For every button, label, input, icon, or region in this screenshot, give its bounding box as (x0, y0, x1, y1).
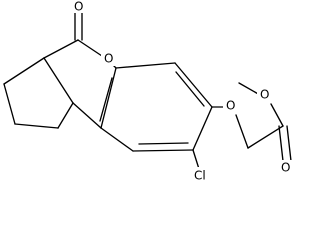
chlorine-label: Cl (194, 169, 206, 183)
ring-oxygen-label: O (104, 52, 113, 66)
ring-oxygen-label-background (101, 53, 116, 66)
bond-aromatic-inner-3 (138, 142, 189, 145)
bond-aromatic-to-chlorine (192, 149, 200, 170)
bond-cp-2 (3, 83, 16, 125)
bond-cp-4 (57, 102, 74, 129)
bond-ester-oxygen-to-methyl (238, 82, 261, 96)
bond-aromatic-3 (174, 62, 213, 108)
carbonyl-oxygen-label: O (74, 0, 83, 14)
ester-carbonyl-oxygen-label: O (281, 161, 290, 175)
bond-aromatic-4 (192, 106, 213, 151)
bond-aromatic-6 (100, 127, 134, 152)
bond-ester-carbonyl-double-b (286, 125, 292, 162)
ether-oxygen-label-background (223, 99, 238, 113)
ether-oxygen-label: O (226, 99, 235, 113)
atom-label-layer: O O O Cl O O (71, 0, 293, 184)
bond-aromatic-1 (100, 67, 117, 129)
bond-ring-junction-left (72, 102, 102, 129)
bond-ether-oxygen-to-methylene (235, 114, 249, 149)
bond-aromatic-2 (115, 62, 176, 69)
ester-ether-oxygen-label-background (257, 88, 272, 102)
bond-layer (3, 7, 292, 170)
bond-aromatic-5 (132, 149, 194, 152)
bond-cp-1 (3, 57, 45, 85)
carbonyl-oxygen-label-background (71, 1, 85, 13)
bond-methylene-to-carbonyl (247, 125, 284, 149)
bond-carbonyl-to-ester-oxygen (270, 103, 284, 127)
chlorine-label-background (192, 167, 216, 184)
bond-aromatic-inner-1 (99, 77, 113, 122)
bond-ester-carbonyl-double-a (278, 125, 284, 162)
bond-lactone-c-to-cp (43, 39, 79, 59)
bond-cp-5 (43, 57, 74, 104)
ester-carbonyl-oxygen-label-background (278, 160, 293, 175)
ester-ether-oxygen-label: O (260, 88, 269, 102)
chemical-structure-diagram: O O O Cl O O (3, 0, 293, 184)
bond-cp-3 (14, 123, 59, 129)
bond-aromatic-inner-2 (175, 71, 205, 107)
